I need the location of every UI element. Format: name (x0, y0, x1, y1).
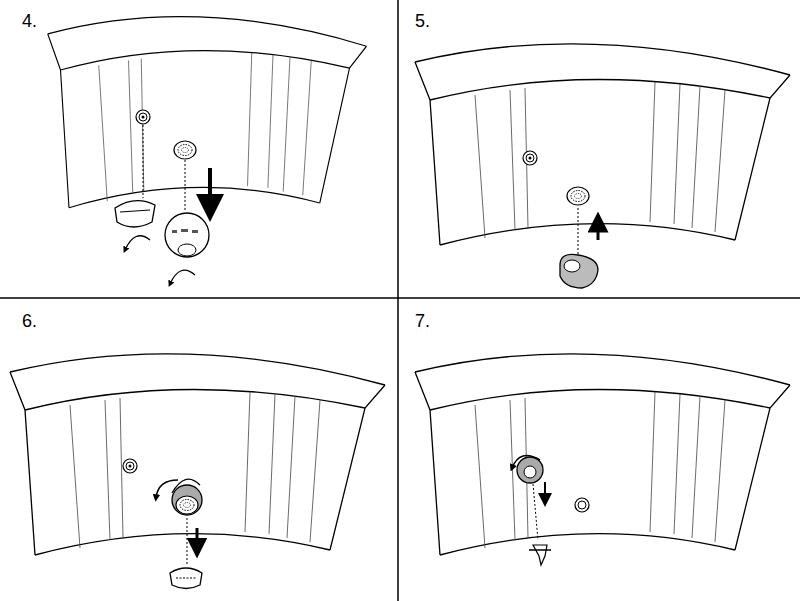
drawing-path (156, 480, 178, 498)
drawing-circle (575, 498, 589, 512)
drawing-use (10, 354, 385, 555)
drawing-rect (192, 230, 198, 233)
drawing-use (176, 496, 198, 514)
drawing-rect (172, 230, 177, 233)
drawing-line (544, 482, 546, 500)
drawing-use (523, 151, 537, 165)
drawing-path (125, 236, 150, 250)
drawing-line (143, 125, 144, 198)
drawing-path (560, 254, 598, 288)
drawing-rect (181, 229, 188, 232)
drawing-use (567, 187, 589, 205)
drawing-line (208, 168, 212, 208)
drawing-use (174, 141, 196, 159)
step-number: 4. (22, 12, 37, 32)
drawing-line (397, 0, 399, 601)
drawing-circle (165, 213, 209, 257)
drawing-path (533, 545, 547, 565)
drawing-use (48, 17, 367, 208)
drawing-use (136, 110, 150, 124)
drawing-circle (172, 485, 202, 515)
step-number: 6. (22, 312, 37, 332)
drawing-line (529, 549, 551, 551)
drawing-line (185, 160, 186, 212)
drawing-path (512, 456, 540, 469)
drawing-ellipse (178, 244, 196, 256)
panel-5-art (415, 44, 790, 288)
panel-7-art (415, 354, 790, 565)
drawing-line (187, 518, 188, 565)
drawing-line (533, 484, 538, 540)
drawing-path (170, 270, 195, 284)
drawing-use (123, 459, 137, 473)
step-number: 5. (415, 12, 430, 32)
drawing-path (115, 201, 155, 227)
drawing-path (176, 578, 196, 579)
drawing-path (170, 568, 202, 589)
drawing-line (597, 222, 600, 240)
step-number: 7. (415, 312, 430, 332)
drawing-line (196, 528, 199, 548)
drawing-path (120, 210, 150, 212)
drawing-line (578, 208, 579, 255)
drawing-path (172, 479, 200, 493)
drawing-ellipse (564, 260, 580, 272)
panel-4-art (48, 17, 367, 284)
drawing-use (415, 44, 790, 245)
drawing-circle (578, 501, 586, 509)
drawing-line (0, 297, 800, 299)
drawing-g (172, 229, 198, 233)
drawing-circle (517, 457, 543, 483)
panel-6-art (10, 354, 385, 589)
drawing-circle (524, 466, 536, 478)
drawing-use (415, 354, 790, 555)
